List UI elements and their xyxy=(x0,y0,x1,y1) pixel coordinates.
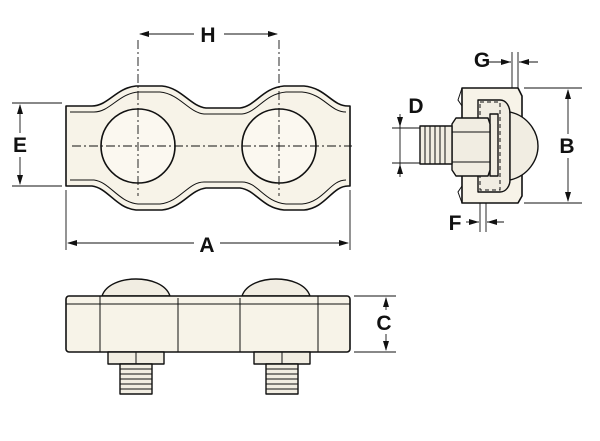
dimension-b: B xyxy=(524,87,582,204)
dimension-h: H xyxy=(139,22,278,47)
dimension-label-e: E xyxy=(13,134,27,157)
top-view xyxy=(65,40,352,211)
dimension-label-a: A xyxy=(199,234,214,257)
dimension-label-b: B xyxy=(559,135,574,158)
dimension-label-g: G xyxy=(474,49,490,72)
end-nut xyxy=(451,117,491,177)
side-body-outline xyxy=(65,295,351,353)
dimension-a: A xyxy=(65,190,351,257)
end-dome xyxy=(509,111,539,181)
side-view xyxy=(65,278,351,395)
end-washer xyxy=(489,113,499,177)
dimension-label-c: C xyxy=(376,312,391,335)
dimension-f: F xyxy=(449,203,504,235)
bolt-dome-right xyxy=(241,278,311,297)
dimension-label-h: H xyxy=(200,24,215,47)
dimension-label-d: D xyxy=(408,95,423,118)
clip-inner-contour xyxy=(70,91,347,205)
dimension-e: E xyxy=(9,102,62,187)
dimension-c: C xyxy=(354,295,398,353)
dimension-g: G xyxy=(474,49,538,88)
dimension-d: D xyxy=(392,95,424,177)
end-view xyxy=(419,87,539,204)
dimension-label-f: F xyxy=(449,212,462,235)
bolt-dome-left xyxy=(101,278,171,297)
